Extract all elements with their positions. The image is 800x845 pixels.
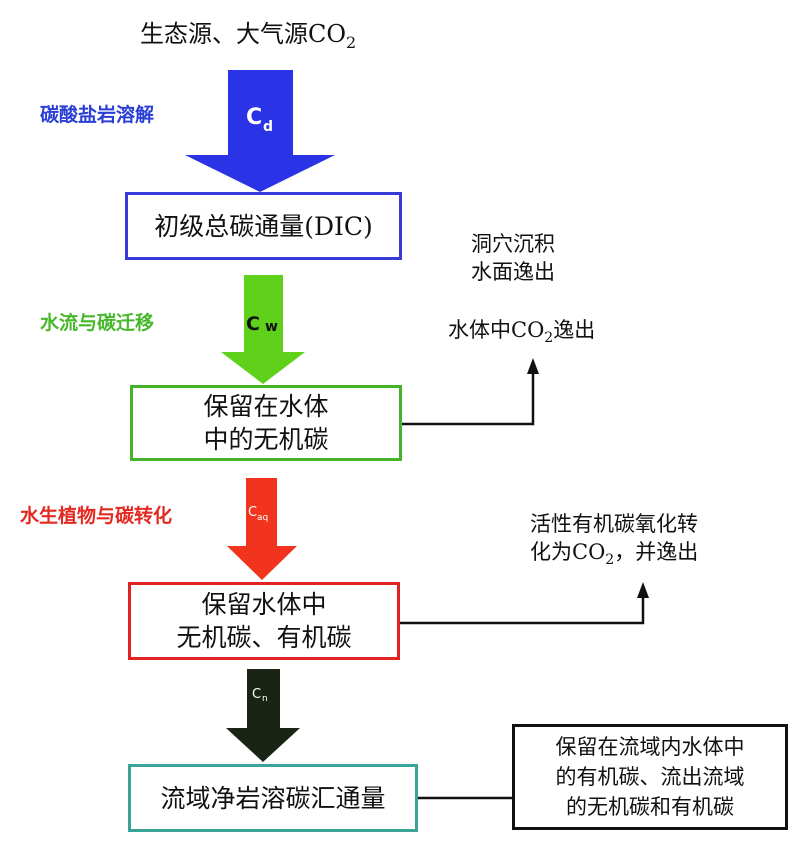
arrow-cn-shape xyxy=(226,669,300,762)
arrow-cn-subscript: n xyxy=(262,694,268,704)
arrow-caq-shape xyxy=(227,478,297,580)
note-organic-oxidation-line-1: 活性有机碳氧化转 xyxy=(530,512,698,536)
note-organic-oxidation-prefix: 化为CO xyxy=(530,540,606,564)
source-subscript: 2 xyxy=(346,32,357,52)
box-retained-inorganic: 保留在水体 中的无机碳 xyxy=(130,385,402,461)
note-cave-deposit-line-2: 水面逸出 xyxy=(471,260,555,284)
label-water-flow-migration: 水流与碳迁移 xyxy=(40,312,155,334)
box-retained-in-basin: 保留在流域内水体中 的有机碳、流出流域 的无机碳和有机碳 xyxy=(512,724,788,830)
note-organic-oxidation-line-2: 化为CO2，并逸出 xyxy=(530,538,698,574)
box-retained-inorganic-organic-line-2: 无机碳、有机碳 xyxy=(176,623,352,652)
box-initial-dic-flux-line-1: 初级总碳通量(DIC) xyxy=(154,211,373,241)
connector-organic-conversion-head xyxy=(637,582,649,598)
note-cave-deposit-line-1: 洞穴沉积 xyxy=(471,232,555,256)
note-co2-escape-prefix: 水体中CO xyxy=(448,318,545,342)
note-organic-oxidation-sub: 2 xyxy=(605,552,615,569)
arrow-cd-shape xyxy=(185,70,335,192)
box-retained-inorganic-line-1: 保留在水体 xyxy=(203,392,329,421)
box-retained-inorganic-line-2: 中的无机碳 xyxy=(203,425,329,454)
arrow-cd: C d xyxy=(185,70,335,192)
arrow-cn-symbol: C xyxy=(252,687,261,702)
arrow-caq: C aq xyxy=(227,478,297,580)
arrow-caq-symbol: C xyxy=(248,505,257,520)
label-carbonate-dissolution: 碳酸盐岩溶解 xyxy=(40,104,155,126)
arrow-caq-subscript: aq xyxy=(257,513,268,523)
arrow-cd-subscript: d xyxy=(263,119,273,135)
connector-organic-conversion xyxy=(400,582,649,625)
label-aquatic-plant-conversion: 水生植物与碳转化 xyxy=(20,505,173,527)
box-retained-inorganic-organic: 保留水体中 无机碳、有机碳 xyxy=(128,582,400,660)
box-retained-inorganic-organic-line-1: 保留水体中 xyxy=(201,590,327,619)
source-text: 生态源、大气源CO xyxy=(140,20,347,48)
note-co2-escape: 水体中CO2逸出 xyxy=(448,316,595,352)
connector-organic-conversion-line xyxy=(400,596,645,625)
arrow-cw: C w xyxy=(221,275,305,384)
box-initial-dic-flux: 初级总碳通量(DIC) xyxy=(125,192,402,260)
connector-co2-escape-line xyxy=(402,372,535,426)
note-organic-oxidation-suffix: ，并逸出 xyxy=(614,540,699,564)
arrow-cn: C n xyxy=(226,669,300,762)
arrow-cd-symbol: C xyxy=(246,105,262,130)
box-net-karst-sink-flux: 流域净岩溶碳汇通量 xyxy=(128,764,418,832)
note-organic-oxidation: 活性有机碳氧化转 化为CO2，并逸出 xyxy=(530,510,698,574)
note-cave-deposit: 洞穴沉积 水面逸出 xyxy=(471,230,555,286)
arrow-cw-subscript: w xyxy=(265,319,278,335)
arrow-cw-shape xyxy=(221,275,305,384)
box-retained-in-basin-line-1: 保留在流域内水体中 xyxy=(555,735,745,759)
note-co2-escape-sub: 2 xyxy=(544,330,554,347)
box-retained-in-basin-line-2: 的有机碳、流出流域 xyxy=(555,765,745,789)
box-net-karst-sink-flux-line-1: 流域净岩溶碳汇通量 xyxy=(160,783,386,813)
connector-co2-escape-head xyxy=(527,358,539,374)
box-retained-in-basin-line-3: 的无机碳和有机碳 xyxy=(566,795,734,819)
note-co2-escape-suffix: 逸出 xyxy=(553,318,596,342)
connector-co2-escape xyxy=(402,358,539,426)
source-label: 生态源、大气源CO2 xyxy=(140,14,356,52)
arrow-cw-symbol: C xyxy=(246,313,260,335)
